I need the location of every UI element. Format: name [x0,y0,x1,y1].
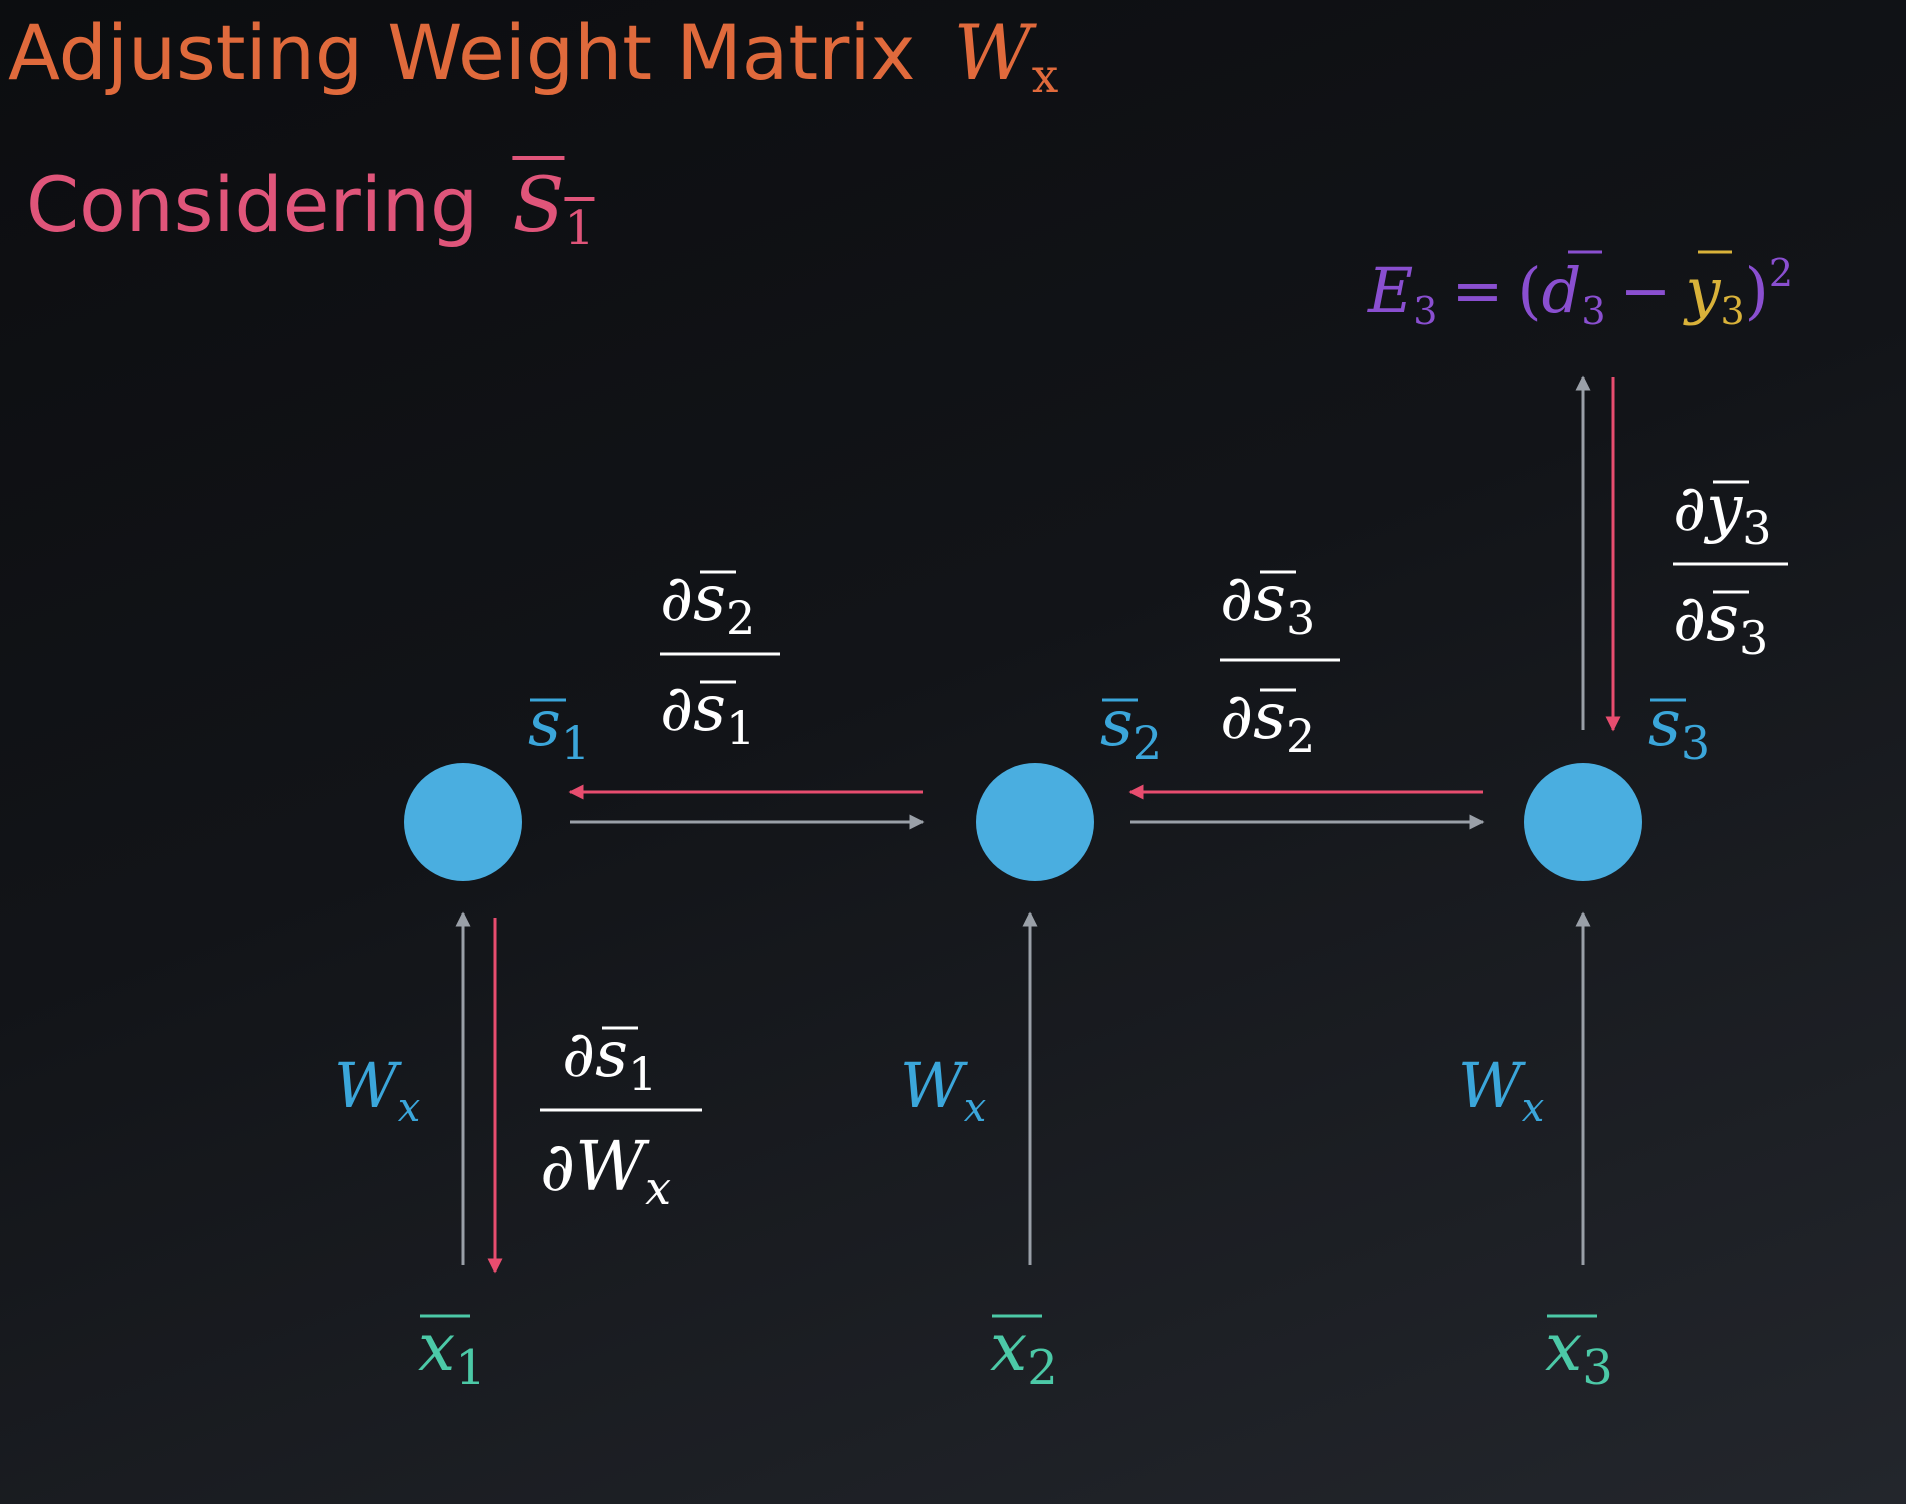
error-eq: = [1451,254,1503,327]
frac-ds2-ds1-den-sym: ∂s [660,672,726,746]
label-x3-sym: x [1545,1309,1582,1386]
label-s2-sym: s [1100,687,1133,761]
page-subtitle: Considering S1 [26,160,594,256]
frac-ds1-dwx-num-sym: ∂s [562,1018,628,1092]
node-s3 [1524,763,1642,881]
subtitle-symbol-letter: S [512,160,565,249]
frac-ds3-ds2-num-sym: ∂s [1220,562,1286,636]
title-text: Adjusting Weight Matrix [8,8,916,97]
frac-ds3-ds2-den: ∂s2 [1220,680,1315,763]
label-s2-sub: 2 [1133,716,1162,770]
error-y: y [1682,254,1721,327]
frac-ds1-dwx-den-sub: x [645,1161,671,1215]
error-y-sub: 3 [1720,289,1744,333]
label-wx-2: Wx [900,1049,986,1131]
title-symbol: Wx [953,8,1059,104]
label-wx-1: Wx [334,1049,420,1131]
frac-ds1-dwx-num: ∂s1 [562,1018,657,1101]
label-x3-sub: 3 [1582,1340,1613,1396]
error-open: ( [1517,254,1541,327]
frac-ds1-dwx-num-sub: 1 [628,1047,657,1101]
node-s1 [404,763,522,881]
error-formula: E3=(d3−y3)2 [1367,251,1793,333]
error-E-sub: 3 [1413,289,1437,333]
label-wx-3-sub: x [1522,1085,1545,1131]
frac-dy3-ds3-den: ∂s3 [1673,582,1768,665]
label-wx-3-sym: W [1458,1049,1526,1122]
page-title: Adjusting Weight Matrix Wx [8,8,1058,104]
frac-ds1-dwx-den: ∂Wx [540,1128,671,1215]
label-wx-1-sub: x [398,1085,421,1131]
label-x3: x3 [1545,1309,1613,1396]
subtitle-symbol: S1 [512,160,594,256]
frac-ds2-ds1-num-sym: ∂s [660,562,726,636]
subtitle-text: Considering [26,160,479,249]
frac-ds2-ds1-num-sub: 2 [726,591,755,645]
title-symbol-sub: x [1031,49,1059,105]
frac-dy3-ds3-den-sym: ∂s [1673,582,1739,656]
label-s3-sym: s [1648,687,1681,761]
label-wx-1-sym: W [334,1049,402,1122]
title-symbol-letter: W [953,8,1032,97]
label-s1-sym: s [528,687,561,761]
label-s1-sub: 1 [561,716,590,770]
label-wx-3: Wx [1458,1049,1544,1131]
frac-ds2-ds1-num: ∂s2 [660,562,755,645]
frac-ds2-ds1-den: ∂s1 [660,672,755,755]
frac-ds1-dwx-den-sym: ∂W [540,1128,650,1207]
error-close: ) [1745,254,1769,327]
label-x1-sym: x [418,1309,455,1386]
label-x2: x2 [990,1309,1058,1396]
label-s3-sub: 3 [1681,716,1710,770]
frac-dy3-ds3-den-sub: 3 [1739,611,1768,665]
error-d: d [1542,254,1582,327]
error-power: 2 [1769,251,1793,295]
label-x1: x1 [418,1309,486,1396]
label-x2-sub: 2 [1027,1340,1058,1396]
frac-ds3-ds2-den-sym: ∂s [1220,680,1286,754]
frac-ds3-ds2-den-sub: 2 [1286,709,1315,763]
frac-ds3-ds2-num: ∂s3 [1220,562,1315,645]
error-d-sub: 3 [1581,289,1605,333]
node-s2 [976,763,1094,881]
error-E: E [1367,254,1413,327]
frac-dy3-ds3-num-sym: ∂y [1673,472,1743,546]
frac-dy3-ds3-num-sub: 3 [1742,501,1771,555]
label-x2-sym: x [990,1309,1027,1386]
label-x1-sub: 1 [455,1340,486,1396]
label-wx-2-sub: x [964,1085,987,1131]
error-minus: − [1620,254,1672,327]
label-wx-2-sym: W [900,1049,968,1122]
subtitle-symbol-sub: 1 [564,201,595,257]
frac-ds2-ds1-den-sub: 1 [726,701,755,755]
frac-dy3-ds3-num: ∂y3 [1673,472,1772,555]
frac-ds3-ds2-num-sub: 3 [1286,591,1315,645]
